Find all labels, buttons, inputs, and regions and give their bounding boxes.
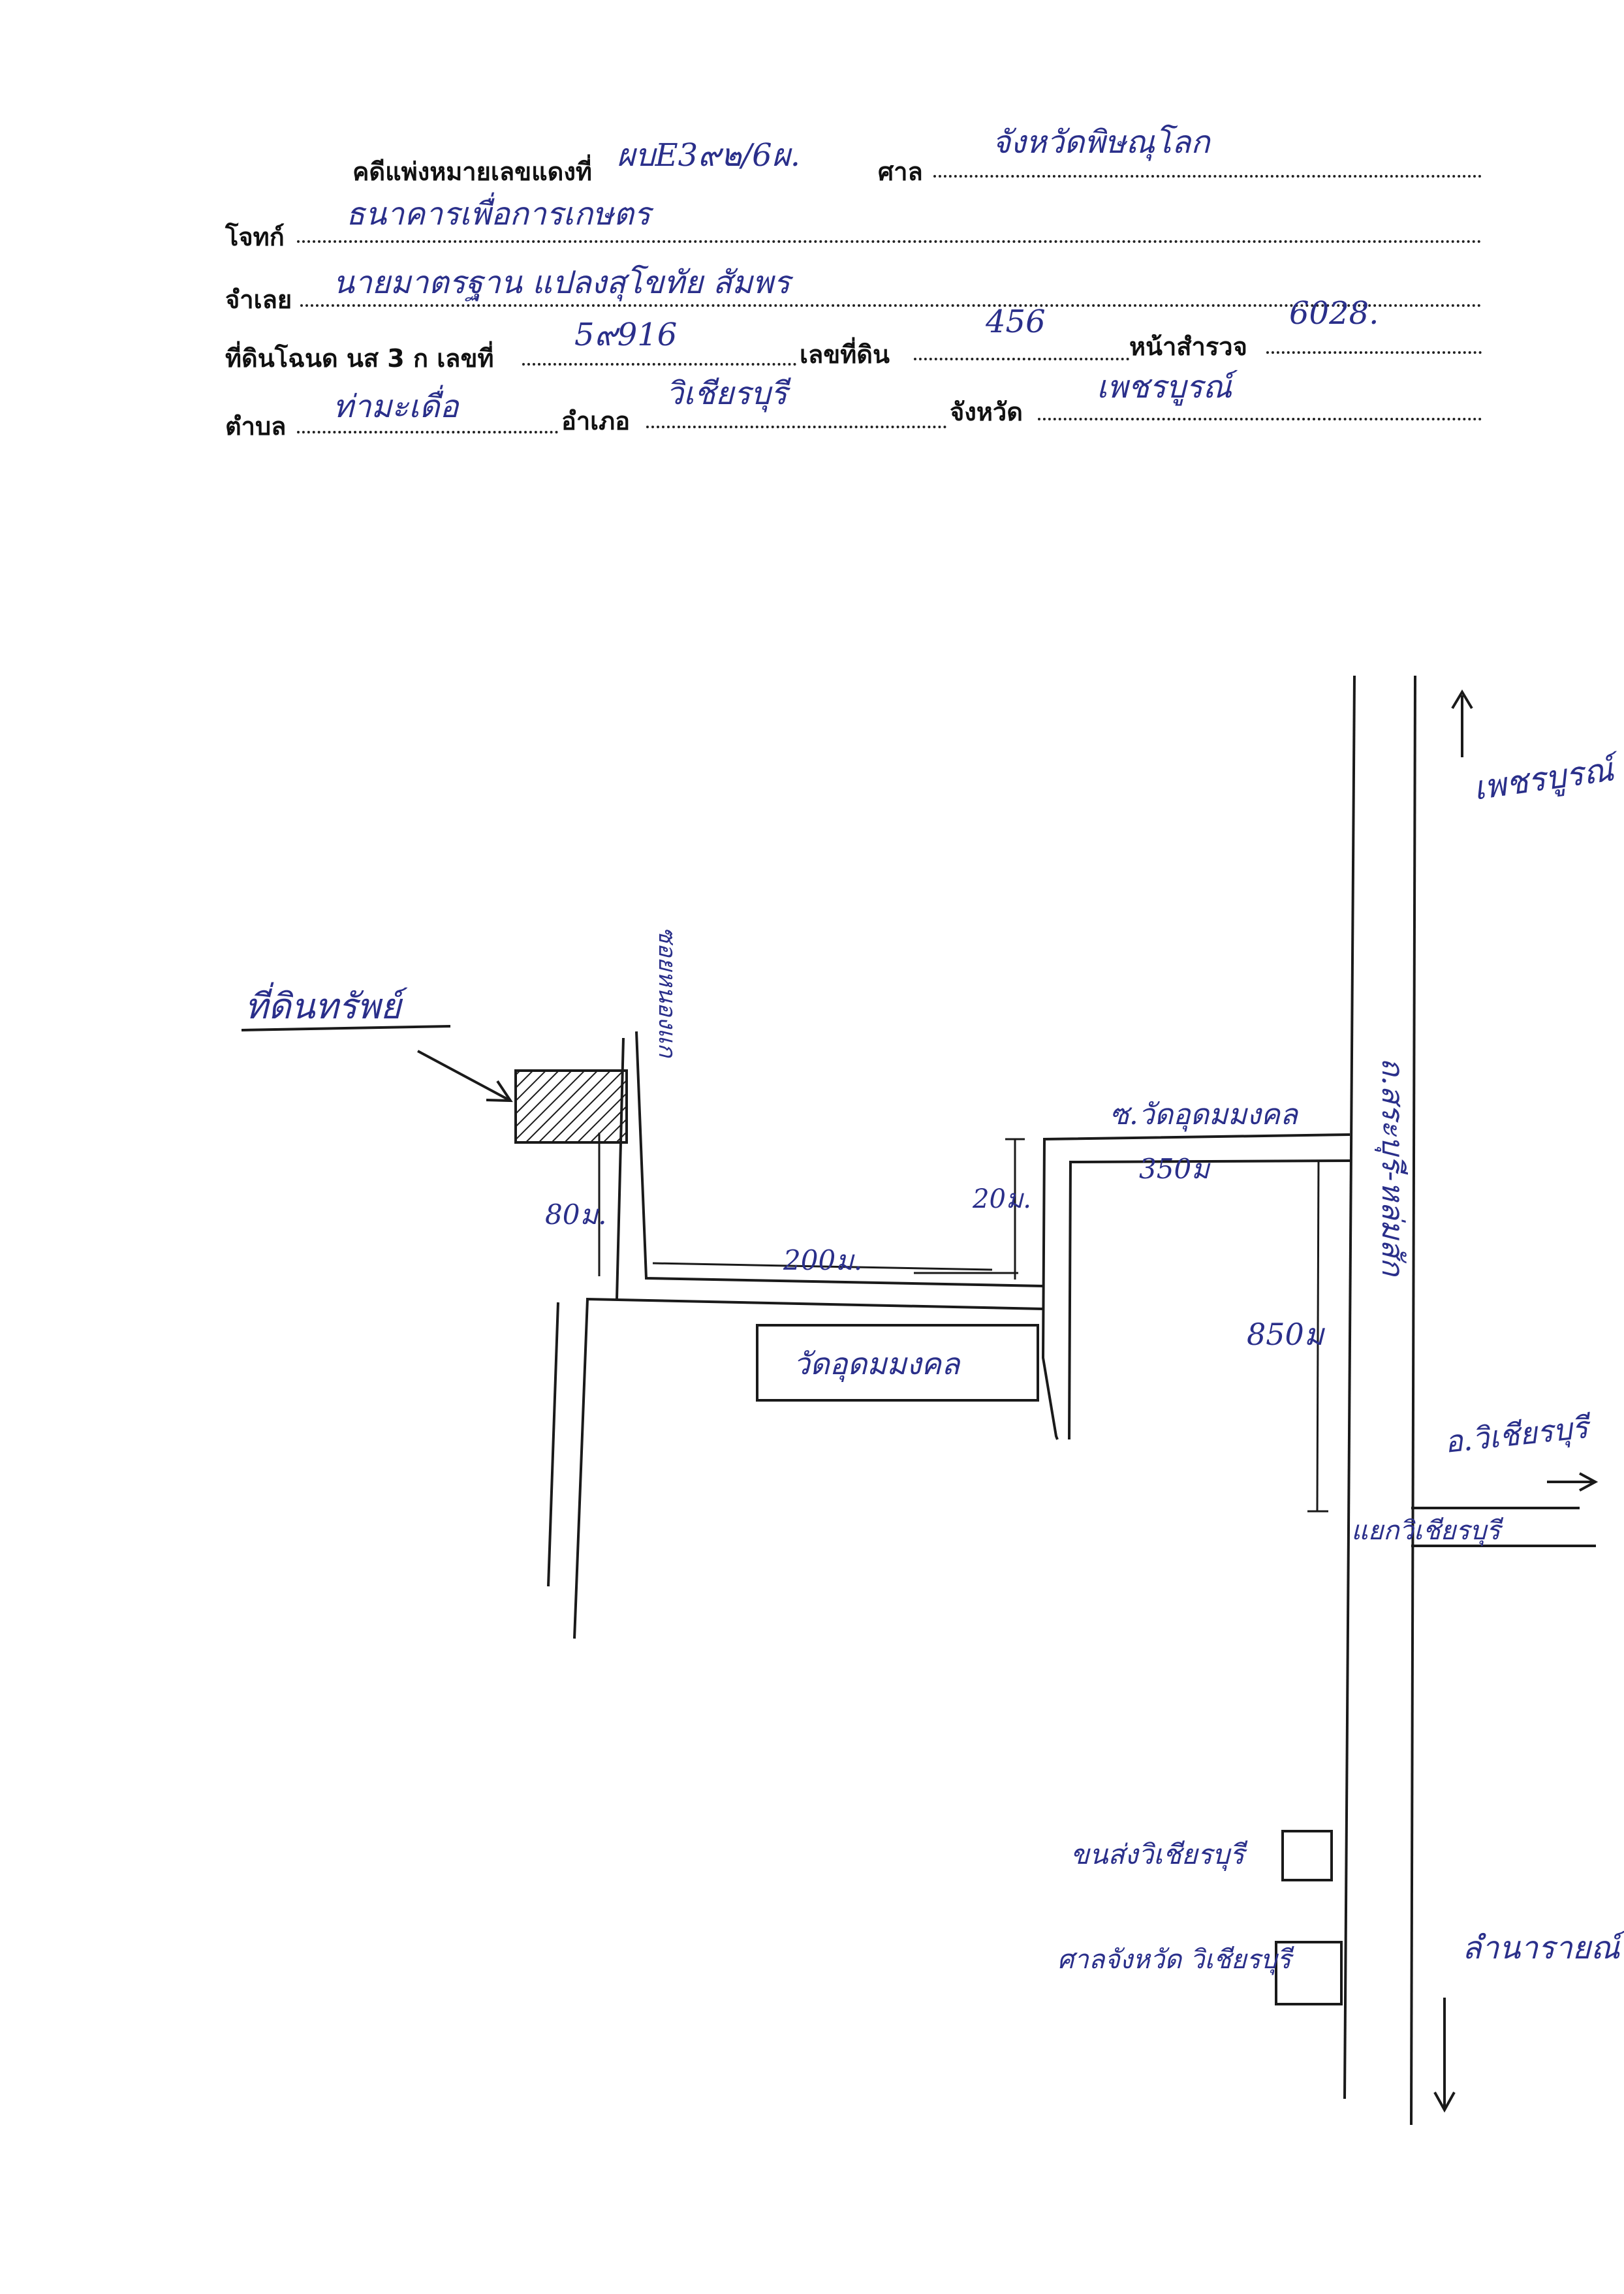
deed-value: 5๙916 xyxy=(574,317,678,353)
court-value: จังหวัดพิษณุโลก xyxy=(992,124,1210,161)
intersection-label: แยกวิเชียรบุรี xyxy=(1351,1516,1504,1547)
main-road-label: ถ.สระบุรี-หล่มสัก xyxy=(1375,1058,1411,1277)
landmark1-box xyxy=(1281,1830,1333,1881)
distance-200m: 200ม. xyxy=(783,1244,862,1276)
plaintiff-value: ธนาคารเพื่อการเกษตร xyxy=(346,196,651,232)
distance-20m: 20ม. xyxy=(972,1184,1031,1214)
defendant-label: จำเลย xyxy=(225,285,292,314)
district-label: อำเภอ xyxy=(561,407,631,435)
east-crossroad xyxy=(1411,1507,1596,1547)
case-number-label: คดีแพ่งหมายเลขแดงที่ xyxy=(352,157,592,186)
survey-page-label: หน้าสำรวจ xyxy=(1129,332,1247,361)
province-label: จังหวัด xyxy=(950,398,1023,426)
land-number-value: 456 xyxy=(986,304,1046,340)
distance-850m: 850ม xyxy=(1247,1317,1326,1352)
property-pointer-arrow xyxy=(417,1050,513,1103)
case-number-value: ผบE3๙๒/6ผ. xyxy=(617,137,801,174)
district-value: วิเชียรบุรี xyxy=(666,375,788,412)
property-label-underline xyxy=(241,1025,451,1031)
property-parcel xyxy=(514,1069,628,1144)
south-label: ลำนารายณ์ xyxy=(1462,1930,1624,1966)
to-district-label: อ.วิเชียรบุรี xyxy=(1443,1409,1594,1460)
survey-page-value: 6028. xyxy=(1289,295,1379,332)
side-road-label: ซ.วัดอุดมมงคล xyxy=(1110,1098,1299,1132)
distance-80m: 80ม. xyxy=(545,1199,606,1231)
deed-label: ที่ดินโฉนด นส 3 ก เลขที่ xyxy=(225,344,494,373)
property-label: ที่ดินทรัพย์ xyxy=(245,982,408,1027)
landmark2-box xyxy=(1275,1941,1343,2005)
subdistrict-label: ตำบล xyxy=(225,412,287,441)
east-arrow-icon xyxy=(1547,1472,1599,1492)
plaintiff-label: โจทก์ xyxy=(225,223,285,251)
subdistrict-value: ท่ามะเดื่อ xyxy=(333,388,459,425)
temple-soi-road xyxy=(1041,1133,1351,1440)
landmark2-label: ศาลจังหวัด วิเชียรบุรี xyxy=(1057,1945,1294,1975)
land-number-label: เลขที่ดิน xyxy=(800,340,890,369)
landmark1-label: ขนส่งวิเชียรบุรี xyxy=(1070,1838,1248,1871)
temple-label: วัดอุดมมงคล xyxy=(793,1346,961,1382)
distance-350m: 350ม xyxy=(1139,1153,1211,1185)
court-label: ศาล xyxy=(878,157,923,186)
south-arrow-icon xyxy=(1433,1998,1456,2113)
lane-label: ซอยหนองแก xyxy=(653,927,680,1059)
temple-box xyxy=(756,1324,1039,1402)
north-label: เพชรบูรณ์ xyxy=(1471,749,1623,809)
distance-markers xyxy=(598,1133,1328,1513)
defendant-value: นายมาตรฐาน แปลงสุโขทัย สัมพร xyxy=(333,264,790,301)
province-value: เพชรบูรณ์ xyxy=(1097,369,1232,405)
main-highway xyxy=(1343,675,1416,2126)
north-arrow-icon xyxy=(1451,689,1473,757)
